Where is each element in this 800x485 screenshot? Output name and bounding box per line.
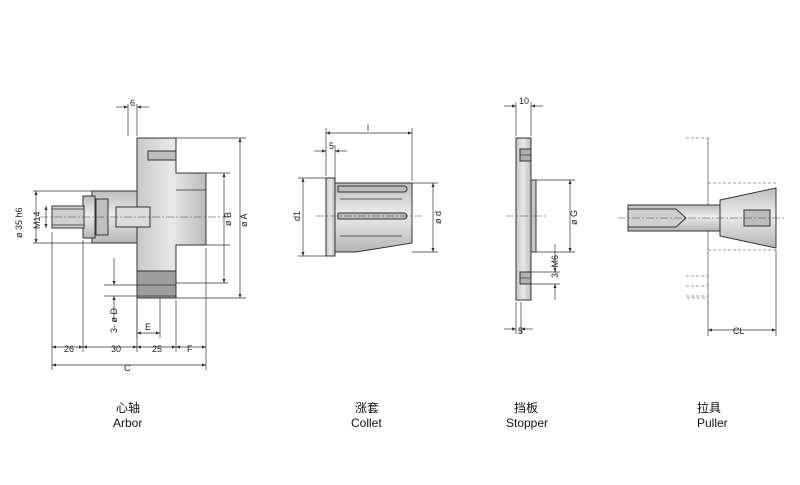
arbor-dim-a: ø A	[239, 213, 249, 227]
arbor-dim-c: C	[124, 363, 131, 373]
collet-dim-d1: d1	[292, 211, 302, 221]
arbor-caption-zh: 心轴	[116, 400, 140, 415]
collet-caption-zh: 涨套	[355, 400, 379, 415]
collet-drawing: l 5 d1 ø d 涨套 Collet	[292, 123, 443, 430]
arbor-dim-f: F	[187, 344, 193, 354]
collet-dim-5: 5	[329, 141, 334, 151]
arbor-dim-b: ø B	[223, 212, 233, 226]
arbor-pocket	[136, 270, 177, 299]
arbor-dim-26: 26	[64, 344, 74, 354]
stopper-caption-zh: 挡板	[514, 401, 538, 415]
arbor-dim-thread: M14	[32, 211, 42, 229]
arbor-dim-e: E	[145, 322, 151, 332]
puller-caption-en: Puller	[697, 416, 728, 430]
stopper-dim-g: ø G	[569, 210, 579, 225]
arbor-drawing: 6 ø 35 h6 M14 ø B ø A 3- ø D E	[14, 98, 249, 430]
collet-caption-en: Collet	[351, 416, 382, 430]
arbor-caption-en: Arbor	[113, 416, 142, 430]
stopper-dim-5: 5	[518, 326, 523, 336]
arbor-dim-6: 6	[130, 98, 135, 108]
collet-collar	[325, 177, 336, 257]
stopper-dim-m6: 3- M6	[550, 255, 560, 278]
puller-caption-zh: 拉具	[697, 400, 721, 415]
arbor-bolt-hole	[147, 150, 177, 161]
arbor-dim-25: 25	[152, 344, 162, 354]
stopper-drawing: 10 ø G 3- M6 5 挡板 Stopper	[504, 96, 579, 430]
stopper-caption-en: Stopper	[506, 416, 548, 430]
collet-dim-d: ø d	[433, 211, 443, 224]
collet-dim-l: l	[367, 123, 369, 133]
stopper-dim-10: 10	[519, 96, 529, 106]
arbor-dim-shank: ø 35 h6	[14, 207, 24, 238]
arbor-dim-d: 3- ø D	[109, 307, 119, 333]
puller-dim-cl: CL	[733, 326, 745, 336]
puller-drawing: CL 拉具 Puller	[618, 137, 786, 430]
collet-slot-top	[337, 185, 408, 193]
arbor-dim-30: 30	[111, 344, 121, 354]
